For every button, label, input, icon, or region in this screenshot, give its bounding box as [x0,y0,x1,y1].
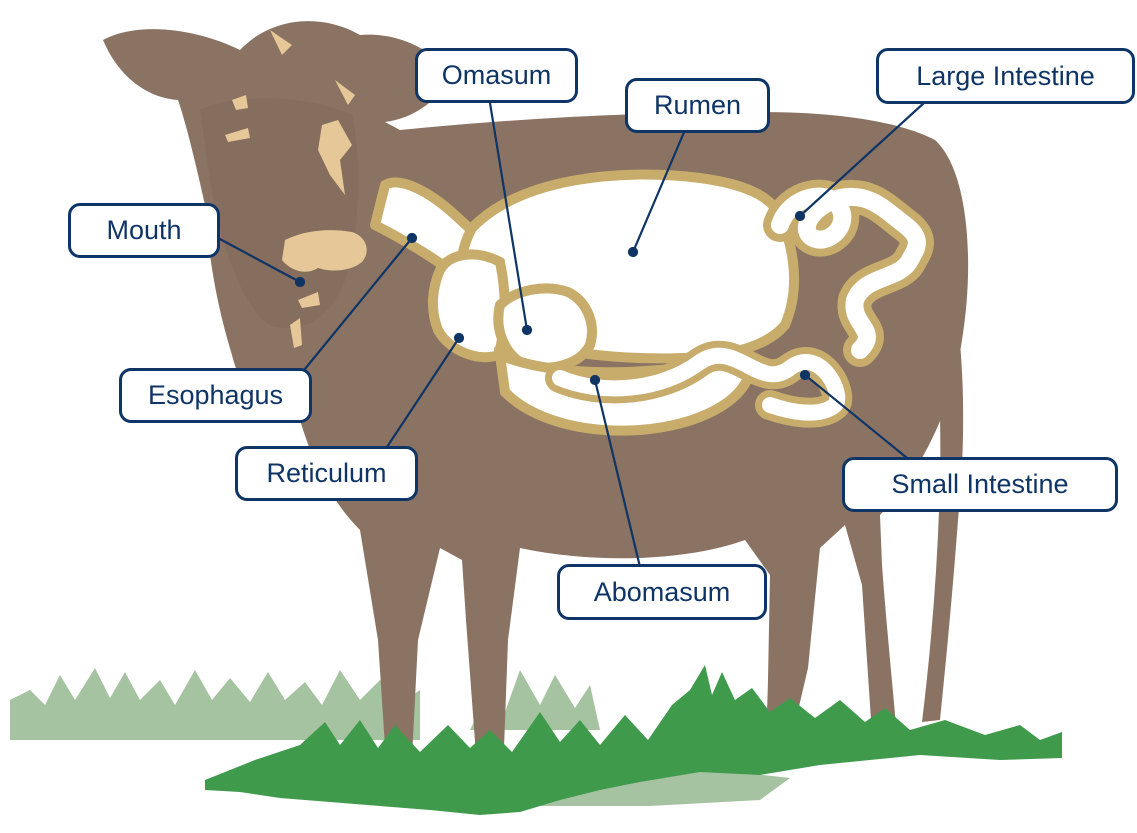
label-omasum: Omasum [415,48,578,103]
anchor-dot-omasum [523,326,531,334]
anchor-dot-reticulum [455,334,463,342]
anchor-dot-mouth [296,278,304,286]
label-large-intestine: Large Intestine [876,48,1135,104]
anchor-dot-small-intestine [801,371,809,379]
anchor-dot-rumen [629,248,637,256]
anchor-dot-esophagus [408,234,416,242]
label-esophagus: Esophagus [119,368,312,423]
label-reticulum: Reticulum [235,446,418,501]
anchor-dot-large-intestine [796,212,804,220]
label-rumen: Rumen [625,78,770,133]
reticulum-organ [433,254,505,357]
anchor-dot-abomasum [591,376,599,384]
label-small-intestine: Small Intestine [842,457,1118,512]
label-mouth: Mouth [68,203,220,258]
label-abomasum: Abomasum [557,564,767,620]
